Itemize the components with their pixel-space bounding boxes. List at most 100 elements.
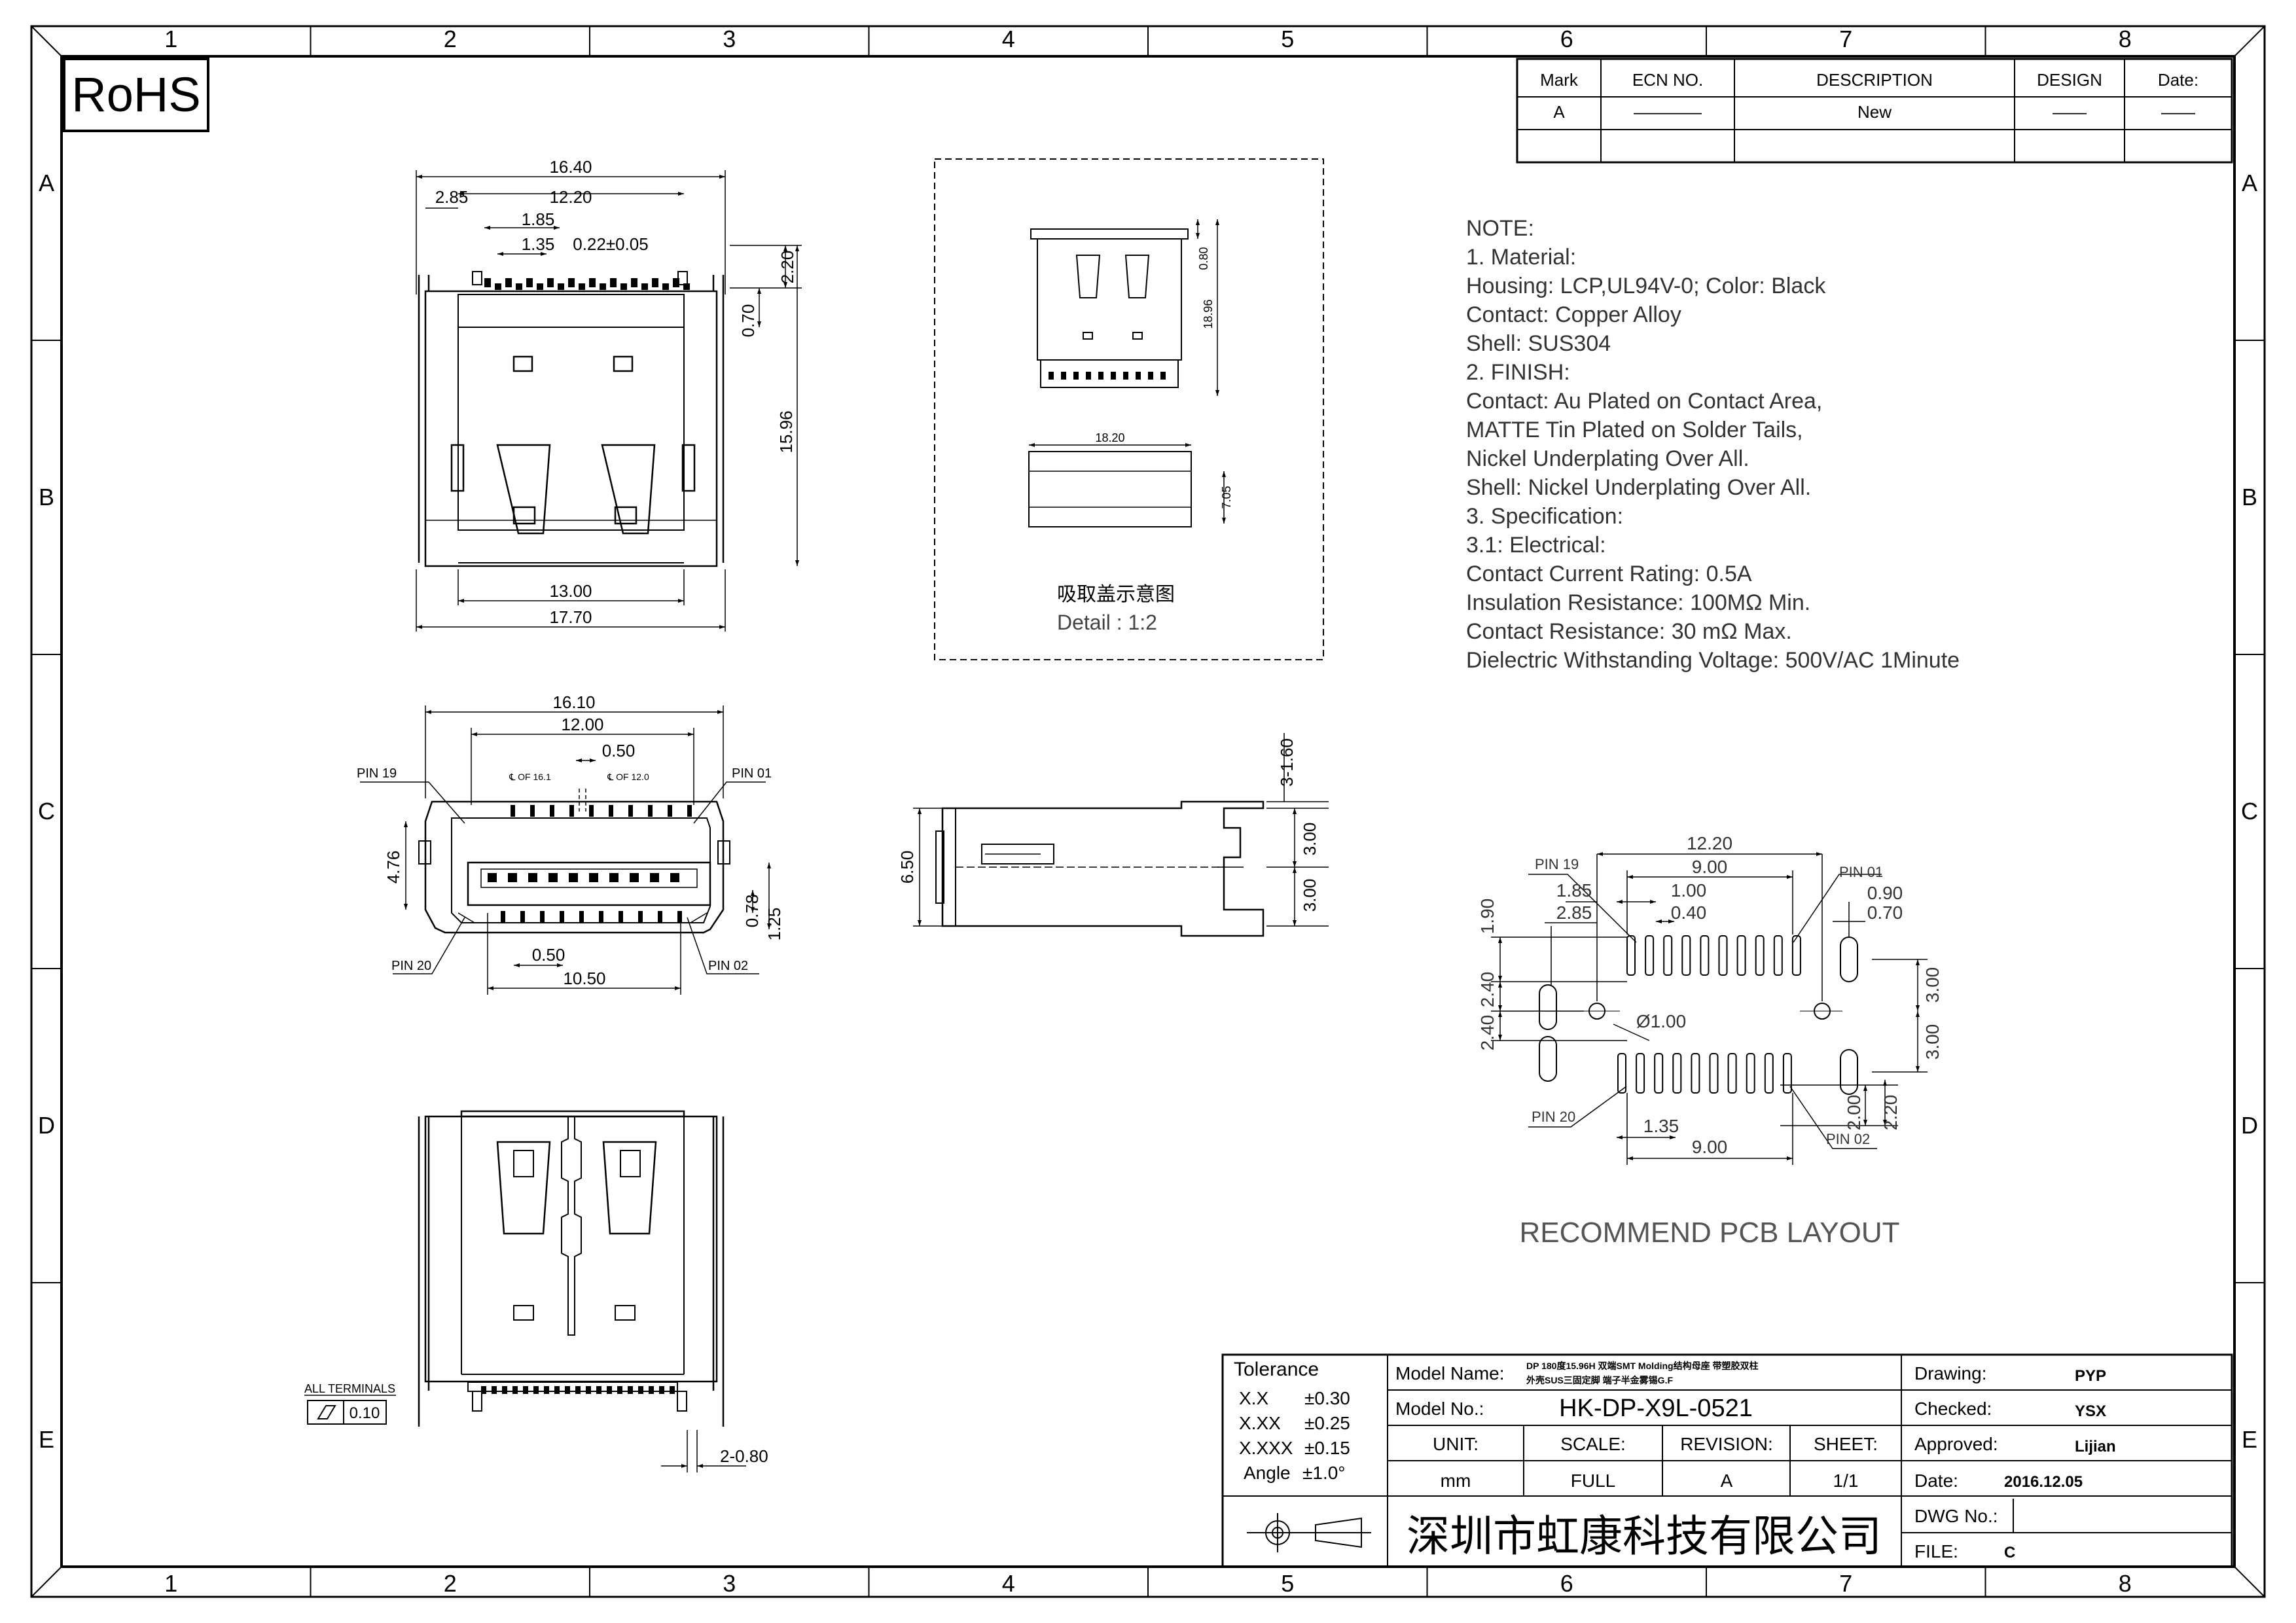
peg: [472, 1391, 482, 1412]
contact-pin: [641, 283, 648, 290]
pcb-pad: [1709, 1053, 1719, 1094]
sheet-value: 1/1: [1833, 1471, 1859, 1491]
pin-label: PIN 01: [1839, 864, 1883, 880]
dim-label: 2.40: [1477, 1015, 1498, 1051]
note-line: Contact Resistance: 30 mΩ Max.: [1466, 619, 1792, 644]
contact-pin: [589, 278, 596, 287]
contact-pin: [1123, 372, 1128, 380]
zone-column-label: 5: [1281, 26, 1294, 52]
dim-label: 3.00: [1922, 1024, 1943, 1060]
tolerance-key: X.XXX: [1239, 1438, 1293, 1458]
zone-column-label: 7: [1839, 26, 1852, 52]
dim-label: 12.20: [1687, 833, 1732, 853]
dim-label: 0.70: [1867, 902, 1903, 923]
model-name-label: Model Name:: [1395, 1363, 1505, 1383]
contact-pin: [687, 805, 692, 817]
bottom-view-pins: [472, 1386, 687, 1412]
rev-row-ecn: ————: [1634, 102, 1702, 122]
pcb-pad: [1736, 935, 1746, 976]
contact-pin: [1086, 372, 1091, 380]
dwg-no-label: DWG No.:: [1914, 1506, 1998, 1526]
title-block: [1221, 1353, 2233, 1568]
revision-label: REVISION:: [1680, 1434, 1773, 1454]
pcb-pad: [1773, 935, 1783, 976]
zone-row-label: E: [39, 1426, 54, 1453]
note-line: NOTE:: [1466, 216, 1534, 241]
contact-pin: [1148, 372, 1153, 380]
zone-row-label: B: [39, 484, 54, 510]
zone-column-label: 1: [164, 26, 177, 52]
note-line: Contact: Au Plated on Contact Area,: [1466, 389, 1822, 414]
dim-label: 1.85: [522, 209, 555, 229]
model-name-line-1: DP 180度15.96H 双端SMT Molding结构母座 带塑胶双柱: [1526, 1361, 1758, 1371]
contact-pin: [530, 805, 535, 817]
rev-col-date: Date:: [2158, 70, 2198, 90]
contact-pin: [540, 911, 545, 923]
side-view: [935, 800, 1265, 937]
dim-label: 2.85: [1556, 902, 1592, 923]
dim-label: 0.90: [1867, 883, 1903, 903]
contact-pin: [554, 1386, 560, 1394]
zone-column-label: 4: [1002, 1570, 1015, 1597]
contact-pin: [638, 1386, 643, 1394]
dim-label: 0.78: [742, 895, 762, 928]
dim-label: 2-0.80: [720, 1446, 768, 1466]
contact-pin: [1160, 372, 1166, 380]
dim-label: 0.70: [738, 304, 758, 338]
contact-pin: [548, 873, 558, 882]
note-line: Contact Current Rating: 0.5A: [1466, 562, 1752, 586]
contact-pin: [589, 873, 598, 882]
contact-pin: [528, 873, 537, 882]
model-no-label: Model No.:: [1395, 1399, 1484, 1419]
contact-pin: [1136, 372, 1141, 380]
contact-pin: [648, 805, 653, 817]
note-line: 1. Material:: [1466, 245, 1576, 270]
contact-pin: [575, 1386, 581, 1394]
pcb-pad: [1718, 935, 1728, 976]
rohs-label: RoHS: [71, 67, 200, 122]
dim-label: 0.50: [602, 741, 636, 760]
dim-label: 0.50: [532, 945, 565, 965]
contact-pin: [526, 278, 533, 287]
drawing-value: PYP: [2075, 1367, 2106, 1385]
checked-label: Checked:: [1914, 1399, 1992, 1419]
contact-pin: [1061, 372, 1066, 380]
zone-row-label: A: [39, 169, 54, 196]
rev-row-description: New: [1857, 102, 1892, 122]
pcb-pad: [1700, 935, 1710, 976]
contact-pin: [579, 283, 585, 290]
contact-pin: [484, 278, 491, 287]
pin-label: PIN 02: [1826, 1131, 1870, 1147]
contact-pin: [631, 278, 637, 287]
contact-pin: [617, 1386, 622, 1394]
pcb-pad: [1672, 1053, 1682, 1094]
dim-label: 4.76: [384, 851, 403, 884]
pcb-pad: [1791, 935, 1801, 976]
contact-pin: [607, 1386, 612, 1394]
contact-pin: [658, 911, 662, 923]
contact-pin: [560, 911, 564, 923]
zone-column-label: 8: [2119, 26, 2132, 52]
tolerance-key: X.XX: [1239, 1413, 1281, 1433]
dim-label: 18.96: [1202, 299, 1215, 329]
rev-col-description: DESCRIPTION: [1816, 70, 1933, 90]
dim-label: 2.20: [778, 251, 797, 284]
detail-view: [934, 158, 1324, 660]
zone-row-label: C: [38, 798, 55, 825]
side-view-dims: [913, 733, 1329, 927]
pcb-pad: [1691, 1053, 1700, 1094]
pcb-pad: [1636, 1053, 1645, 1094]
top-view-dims: [416, 170, 802, 632]
unit-value: mm: [1441, 1471, 1471, 1491]
contact-pin: [600, 283, 606, 290]
tolerance-value: ±0.25: [1304, 1413, 1350, 1433]
dim-label: 10.50: [563, 969, 605, 988]
unit-label: UNIT:: [1433, 1434, 1479, 1454]
note-line: Dielectric Withstanding Voltage: 500V/AC…: [1466, 648, 1960, 673]
drawing-label: Drawing:: [1914, 1363, 1986, 1383]
zone-column-label: 7: [1839, 1570, 1852, 1597]
dim-label: 2.85: [435, 187, 469, 207]
dim-label: ℄ OF 12.0: [607, 772, 649, 782]
bottom-view: [418, 1110, 725, 1427]
